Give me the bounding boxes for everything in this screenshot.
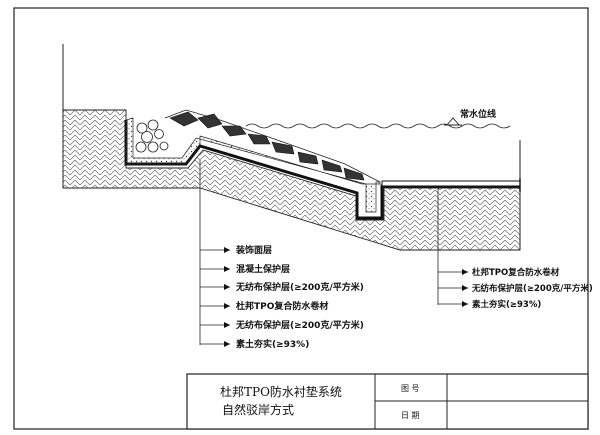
- title-line-1: 杜邦TPO防水衬垫系统: [220, 384, 342, 399]
- drawing-number-label: 图 号: [401, 384, 420, 393]
- pond-bottom-slab: [381, 180, 521, 187]
- right-callout-1: 杜邦TPO复合防水卷材: [472, 267, 560, 278]
- left-callout-4: 杜邦TPO复合防水卷材: [236, 300, 328, 312]
- water-level-wave: [245, 123, 511, 129]
- slope-surface-outline: [164, 109, 381, 183]
- left-callout-2: 混凝土保护层: [236, 263, 290, 275]
- date-label: 日 期: [401, 411, 420, 420]
- left-callout-6: 素土夯实(≥93%): [236, 338, 309, 350]
- left-callout-5: 无纺布保护层(≥200克/平方米): [235, 319, 364, 331]
- left-callout-3: 无纺布保护层(≥200克/平方米): [235, 281, 364, 293]
- decorative-surface-blocks: [169, 111, 365, 181]
- right-callout-2: 无纺布保护层(≥200克/平方米): [471, 283, 593, 294]
- right-callout-3: 素土夯实(≥93%): [472, 299, 541, 310]
- compacted-soil-fill: [62, 109, 521, 251]
- water-level-mark: [444, 117, 462, 126]
- left-callout-group: 装饰面层 混凝土保护层 无纺布保护层(≥200克/平方米) 杜邦TPO复合防水卷…: [200, 244, 364, 350]
- left-callout-1: 装饰面层: [235, 244, 272, 256]
- right-callout-group: 杜邦TPO复合防水卷材 无纺布保护层(≥200克/平方米) 素土夯实(≥93%): [438, 267, 593, 310]
- title-line-2: 自然驳岸方式: [222, 402, 294, 417]
- water-level-label: 常水位线: [460, 108, 496, 120]
- title-block: 杜邦TPO防水衬垫系统 自然驳岸方式 图 号 日 期: [186, 373, 589, 430]
- stone-pocket: [135, 119, 169, 153]
